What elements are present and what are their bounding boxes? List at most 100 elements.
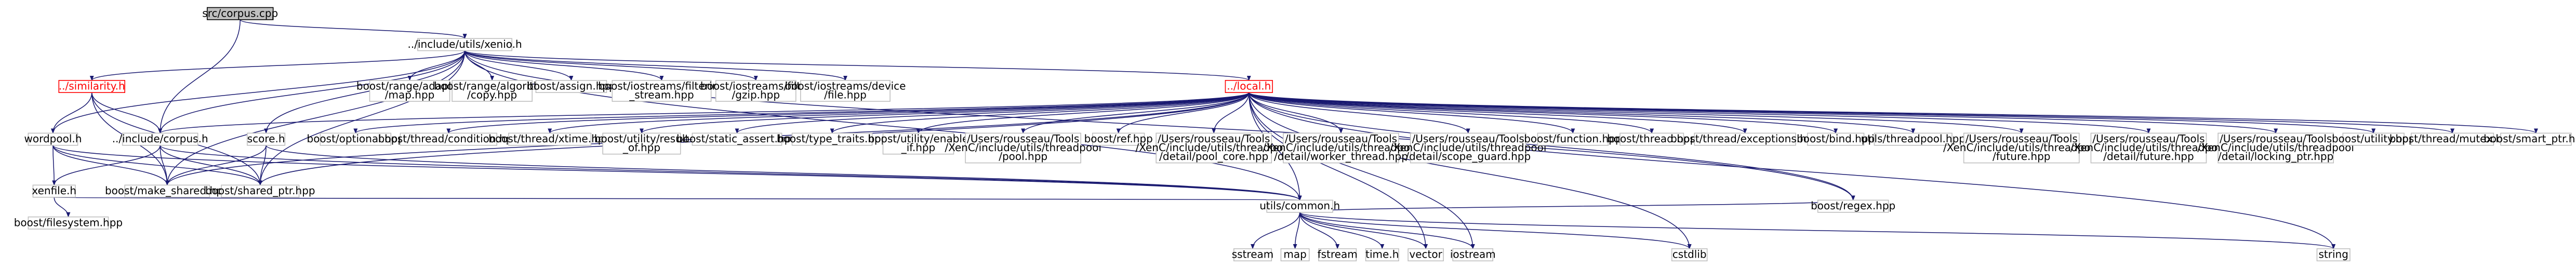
node-boost-utility[interactable]: boost/utility.hpp [2332,132,2415,146]
node-label: /future.hpp [1993,150,2050,163]
node-boost-thread[interactable]: boost/thread.hpp [1607,132,1696,146]
node-static-assert[interactable]: boost/static_assert.hpp [676,132,798,146]
node-box [535,80,607,93]
edge-score-h-to-utils-common-h [265,145,1302,201]
edge-local-h-to-thread-xtime [548,92,1250,134]
node-string[interactable]: string [2316,248,2351,262]
node-box [28,132,78,146]
node-thread-condition[interactable]: boost/thread/condition.hpp [378,132,519,146]
node-tp-future[interactable]: /Users/rousseau/Tools/XenC/include/utils… [1943,132,2100,164]
node-map[interactable]: map [1280,248,1310,262]
node-tp-detail-future[interactable]: /Users/rousseau/Tools/XenC/include/utils… [2070,132,2227,164]
edge-local-h-to-static-assert [735,92,1250,134]
node-make-shared[interactable]: boost/make_shared.hpp [105,184,230,198]
node-label: iostream [1450,248,1496,261]
node-utils-threadpool[interactable]: utils/threadpool.hpp [1861,132,1966,146]
node-label: boost/type_traits.hpp [777,132,887,145]
node-box [2410,132,2494,146]
node-boost-regex[interactable]: boost/regex.hpp [1811,199,1895,213]
node-label: boost/ref.hpp [1084,132,1153,145]
node-tp-pool-core[interactable]: /Users/rousseau/Tools/XenC/include/utils… [1135,132,1292,164]
edge-wordpool-h-to-utils-common-h [52,145,1302,201]
node-local-h[interactable]: ../local.h [1225,80,1273,93]
node-time-h[interactable]: time.h [1365,248,1399,262]
node-label: map [1283,248,1306,261]
node-label: /detail/locking_ptr.hpp [2218,150,2333,163]
node-box [2090,132,2207,164]
node-utils-common-h[interactable]: utils/common.h [1259,199,1340,213]
node-box [1233,248,1272,262]
node-box [2316,248,2351,262]
node-thread-exceptions[interactable]: boost/thread/exceptions.hpp [1670,132,1820,146]
node-iostreams-filter-gzip[interactable]: boost/iostreams/filter/gzip.hpp [700,80,812,102]
node-box [1694,132,1796,146]
node-iostream[interactable]: iostream [1450,248,1496,262]
node-label: utils/threadpool.hpp [1861,132,1966,145]
node-xenio-h[interactable]: ../include/utils/xenio.h [408,38,522,51]
node-label: boost/function.hpp [1524,132,1622,145]
node-box [1365,248,1399,262]
node-label: /gzip.hpp [732,88,780,101]
node-boost-assign[interactable]: boost/assign.hpp [527,80,616,93]
node-wordpool-h[interactable]: wordpool.h [24,132,82,146]
node-label: boost/thread/exceptions.hpp [1670,132,1820,145]
node-boost-ref[interactable]: boost/ref.hpp [1084,132,1153,146]
node-src-corpus-cpp[interactable]: src/corpus.cpp [202,7,278,20]
node-cstdlib[interactable]: cstdlib [1671,248,1708,262]
node-similarity-h[interactable]: ../similarity.h [58,80,125,93]
edge-local-h-to-boost-thread [1249,92,1654,134]
node-boost-filesystem[interactable]: boost/filesystem.hpp [14,216,123,230]
node-box [28,216,109,230]
node-type-traits[interactable]: boost/type_traits.hpp [777,132,887,146]
node-boost-function[interactable]: boost/function.hpp [1524,132,1622,146]
node-box [1817,199,1889,213]
node-utility-enable-if[interactable]: boost/utility/enable_if.hpp [868,132,969,155]
edge-xenio-h-to-wordpool-h [51,50,466,134]
node-tp-locking-ptr[interactable]: /Users/rousseau/Tools/XenC/include/utils… [2197,132,2354,164]
node-label: /XenC/include/utils/threadpool [2070,141,2227,154]
node-label: boost/thread.hpp [1607,132,1696,145]
edge-similarity-h-to-include-corpus-h [91,92,163,134]
node-label: /detail/future.hpp [2103,150,2194,163]
node-box [1092,132,1145,146]
node-include-corpus-h[interactable]: ../include/corpus.h [112,132,208,146]
node-tp-pool[interactable]: /Users/rousseau/Tools/XenC/include/utils… [945,132,1101,164]
edge-utils-common-h-to-vector [1299,212,1428,249]
node-box [508,132,592,146]
node-boost-bind[interactable]: boost/bind.hpp [1797,132,1875,146]
node-shared-ptr[interactable]: boost/shared_ptr.hpp [205,184,315,198]
node-box [1410,132,1526,164]
node-label: ../include/utils/xenio.h [408,38,522,50]
edge-xenio-h-to-iostreams-filtering [464,50,664,81]
edge-score-h-to-shared-ptr [258,145,267,186]
node-fstream[interactable]: fstream [1318,248,1358,262]
node-label: /copy.hpp [467,88,517,101]
node-iostreams-filtering[interactable]: boost/iostreams/filtering_stream.hpp [598,80,725,102]
node-label: boost/bind.hpp [1797,132,1875,145]
node-label: /XenC/include/utils/threadpool [1943,141,2100,154]
node-tp-scope-guard[interactable]: /Users/rousseau/Tools/XenC/include/utils… [1390,132,1547,164]
node-sstream[interactable]: sstream [1232,248,1274,262]
node-label: cstdlib [1672,248,1707,261]
node-label: /Users/rousseau/Tools [1158,132,1270,145]
node-range-algorithm-copy[interactable]: boost/range/algorithm/copy.hpp [434,80,550,102]
node-label: /XenC/include/utils/threadpool [1135,141,1292,154]
node-utility-result-of[interactable]: boost/utility/result_of.hpp [594,132,689,155]
node-xenfile-h[interactable]: xenfile.h [32,184,76,198]
edge-utils-common-h-to-string [1299,212,2335,249]
node-score-h[interactable]: score.h [247,132,286,146]
node-thread-xtime[interactable]: boost/thread/xtime.hpp [488,132,611,146]
node-boost-optional[interactable]: boost/optional.hpp [307,132,405,146]
node-vector[interactable]: vector [1407,248,1444,262]
node-label: /Users/rousseau/Tools [1412,132,1524,145]
node-label: boost/utility.hpp [2332,132,2415,145]
node-range-adaptor-map[interactable]: boost/range/adaptor/map.hpp [356,80,463,102]
node-tp-worker-thread[interactable]: /Users/rousseau/Tools/XenC/include/utils… [1263,132,1419,164]
node-smart-ptr[interactable]: boost/smart_ptr.hpp [2484,132,2576,146]
node-thread-mutex[interactable]: boost/thread/mutex.hpp [2389,132,2516,146]
edge-local-h-to-utils-threadpool [1249,92,1915,134]
node-box [612,80,712,102]
node-label: boost/utility/enable [868,132,969,145]
node-iostreams-device-file[interactable]: boost/iostreams/device/file.hpp [785,80,906,102]
node-box [32,184,76,198]
